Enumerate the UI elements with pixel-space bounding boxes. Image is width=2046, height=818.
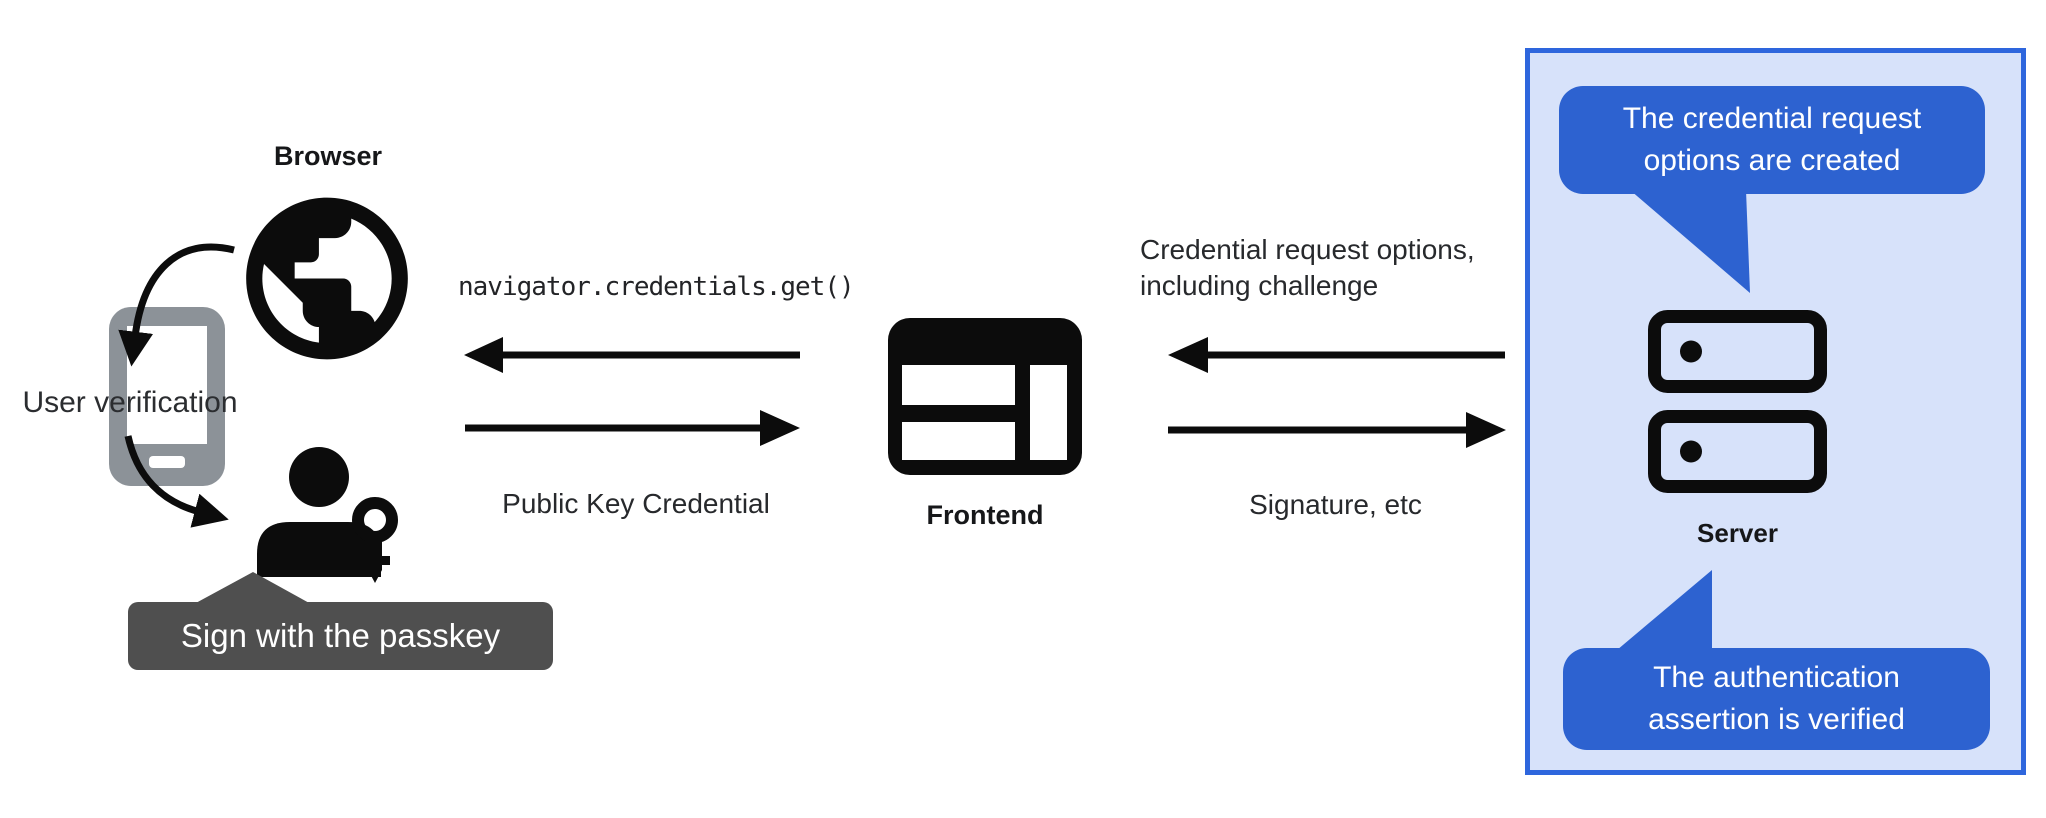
server-bubble-top-line2: options are created — [1643, 144, 1901, 177]
public-key-credential-label: Public Key Credential — [502, 488, 770, 519]
server-label: Server — [1697, 518, 1778, 548]
user-body — [257, 522, 381, 577]
key-icon — [352, 497, 398, 583]
navigator-credentials-code-label: navigator.credentials.get() — [458, 272, 855, 302]
server-bubble-bottom-line1: The authentication — [1653, 661, 1900, 694]
server-bubble-bottom: The authentication assertion is verified — [1563, 648, 1990, 750]
user-head — [289, 447, 349, 507]
arrow-frontend-to-server-icon — [1168, 412, 1506, 448]
passkey-tooltip-label: Sign with the passkey — [180, 617, 501, 654]
signature-label: Signature, etc — [1249, 489, 1422, 520]
credential-request-line1: Credential request options, — [1140, 234, 1475, 265]
passkey-tooltip: Sign with the passkey — [128, 602, 553, 670]
credential-request-options-label: Credential request options, including ch… — [1140, 232, 1475, 304]
server-bubble-top: The credential request options are creat… — [1559, 86, 1985, 194]
browser-label: Browser — [273, 141, 383, 171]
server-icon — [1648, 310, 1827, 493]
user-verification-label: User verification — [22, 386, 238, 419]
arrow-frontend-to-browser-icon — [464, 337, 800, 373]
user-with-passkey-icon — [257, 447, 398, 583]
frontend-window-icon — [888, 318, 1082, 475]
globe-icon — [246, 197, 408, 360]
server-bubble-bottom-line2: assertion is verified — [1648, 703, 1905, 736]
arrow-server-to-frontend-icon — [1168, 337, 1505, 373]
credential-request-line2: including challenge — [1140, 270, 1379, 301]
frontend-label: Frontend — [926, 500, 1044, 530]
server-bubble-top-line1: The credential request — [1622, 102, 1922, 135]
arrow-browser-to-frontend-icon — [465, 410, 800, 446]
